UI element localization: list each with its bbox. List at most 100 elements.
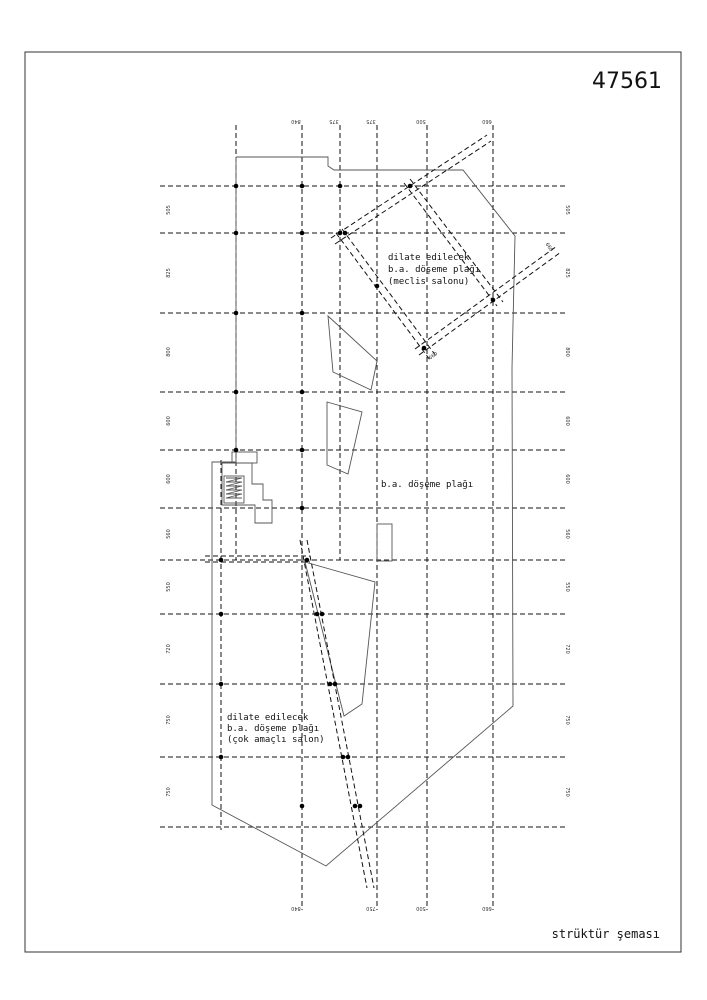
dim-left-6: 560	[166, 529, 172, 539]
stair-core	[221, 462, 273, 524]
column-node	[342, 230, 348, 236]
upper-beam-right-a	[403, 182, 498, 307]
dilatation-beams	[205, 134, 562, 889]
column-node	[233, 310, 239, 316]
column-nodes	[218, 183, 496, 809]
upper-beam-top-b	[330, 134, 488, 239]
column-node	[218, 681, 224, 687]
column-node	[218, 611, 224, 617]
column-box	[376, 523, 393, 562]
dim-top-3: 375	[366, 118, 376, 124]
upper-beam-bottom-b	[414, 245, 558, 350]
shaft-lower	[304, 561, 376, 717]
column-node	[299, 310, 305, 316]
note-upper-dilate: dilate edilecek b.a. döşeme plağı (mecli…	[388, 253, 480, 287]
sheet-title: strüktür şeması	[552, 927, 660, 941]
dim-top-2: 375	[329, 118, 339, 124]
dim-right-8: 720	[564, 644, 570, 654]
sheet-number: 47561	[592, 69, 662, 94]
column-node	[304, 557, 310, 563]
column-node	[337, 230, 343, 236]
column-node	[421, 345, 427, 351]
upper-beam-left-b	[341, 228, 437, 357]
dim-left-5: 600	[166, 474, 172, 484]
upper-beam-left-a	[335, 232, 431, 361]
upper-beam-right-b	[409, 178, 504, 303]
dim-right-5: 600	[564, 474, 570, 484]
column-node	[233, 389, 239, 395]
dim-diagonal-lower: 660	[428, 351, 439, 361]
note-lower-dilate: dilate edilecek b.a. döşeme plağı (çok a…	[227, 713, 325, 745]
upper-beam-bottom-a	[418, 251, 562, 356]
bottom-dimensions: 840 750 500 660	[291, 905, 492, 911]
shaft-middle	[326, 401, 363, 475]
column-node	[327, 681, 333, 687]
column-node	[233, 183, 239, 189]
lower-beam-a	[299, 539, 368, 889]
dim-bottom-1: 840	[291, 905, 301, 911]
stair-flight	[223, 475, 245, 504]
note-upper-line-3: (meclis salonu)	[388, 277, 469, 287]
dim-left-3: 800	[166, 347, 172, 357]
top-dimensions: 840 375 375 500 660	[291, 118, 492, 124]
dim-right-7: 550	[564, 582, 570, 592]
column-node	[218, 754, 224, 760]
dim-top-5: 660	[482, 118, 492, 124]
note-center-slab: b.a. döşeme plağı	[381, 480, 473, 490]
column-node	[218, 557, 224, 563]
dim-right-2: 825	[564, 268, 570, 278]
column-node	[299, 803, 305, 809]
column-node	[233, 447, 239, 453]
note-upper-line-1: dilate edilecek	[388, 253, 470, 263]
dim-top-4: 500	[416, 118, 426, 124]
sheet-frame	[24, 51, 682, 953]
dim-right-3: 800	[564, 347, 570, 357]
shaft-upper	[327, 314, 378, 391]
dim-bottom-4: 660	[482, 905, 492, 911]
dim-diagonal-upper-right: 660	[544, 242, 554, 253]
dim-left-2: 825	[166, 268, 172, 278]
column-node	[340, 754, 346, 760]
outline-upper	[211, 156, 516, 867]
column-node	[314, 611, 320, 617]
dim-right-6: 560	[564, 529, 570, 539]
column-node	[299, 505, 305, 511]
dim-left-9: 750	[166, 715, 172, 725]
dim-left-1: 505	[166, 205, 172, 215]
column-node	[490, 297, 496, 303]
note-lower-line-2: b.a. döşeme plağı	[227, 724, 319, 734]
column-node	[332, 681, 338, 687]
right-dimensions: 505 825 800 600 600 560 550 720 750 750	[564, 205, 570, 797]
dim-right-9: 750	[564, 715, 570, 725]
column-node	[299, 389, 305, 395]
dim-bottom-2: 750	[366, 905, 376, 911]
column-node	[299, 183, 305, 189]
dim-right-1: 505	[564, 205, 570, 215]
note-upper-line-2: b.a. döşeme plağı	[388, 265, 480, 275]
column-node	[337, 183, 343, 189]
dim-left-7: 550	[166, 582, 172, 592]
column-node	[233, 230, 239, 236]
dim-left-8: 720	[166, 644, 172, 654]
dim-top-1: 840	[291, 118, 301, 124]
building-outline	[211, 156, 516, 867]
dim-bottom-3: 500	[416, 905, 426, 911]
dim-right-4: 600	[564, 416, 570, 426]
column-node	[299, 447, 305, 453]
column-node	[374, 283, 380, 289]
dim-right-10: 750	[564, 787, 570, 797]
note-lower-line-1: dilate edilecek	[227, 713, 309, 723]
left-dimensions: 505 825 800 600 600 560 550 720 750 750	[166, 205, 172, 797]
column-node	[319, 611, 325, 617]
column-node	[407, 183, 413, 189]
note-lower-line-3: (çok amaçlı salon)	[227, 735, 325, 745]
upper-beam-top-a	[334, 140, 492, 245]
lower-beam-b	[306, 539, 375, 889]
vertical-grid-lines	[220, 125, 494, 910]
column-node	[299, 230, 305, 236]
stair-treads	[225, 477, 243, 499]
column-node	[352, 803, 358, 809]
column-node	[345, 754, 351, 760]
dim-left-10: 750	[166, 787, 172, 797]
